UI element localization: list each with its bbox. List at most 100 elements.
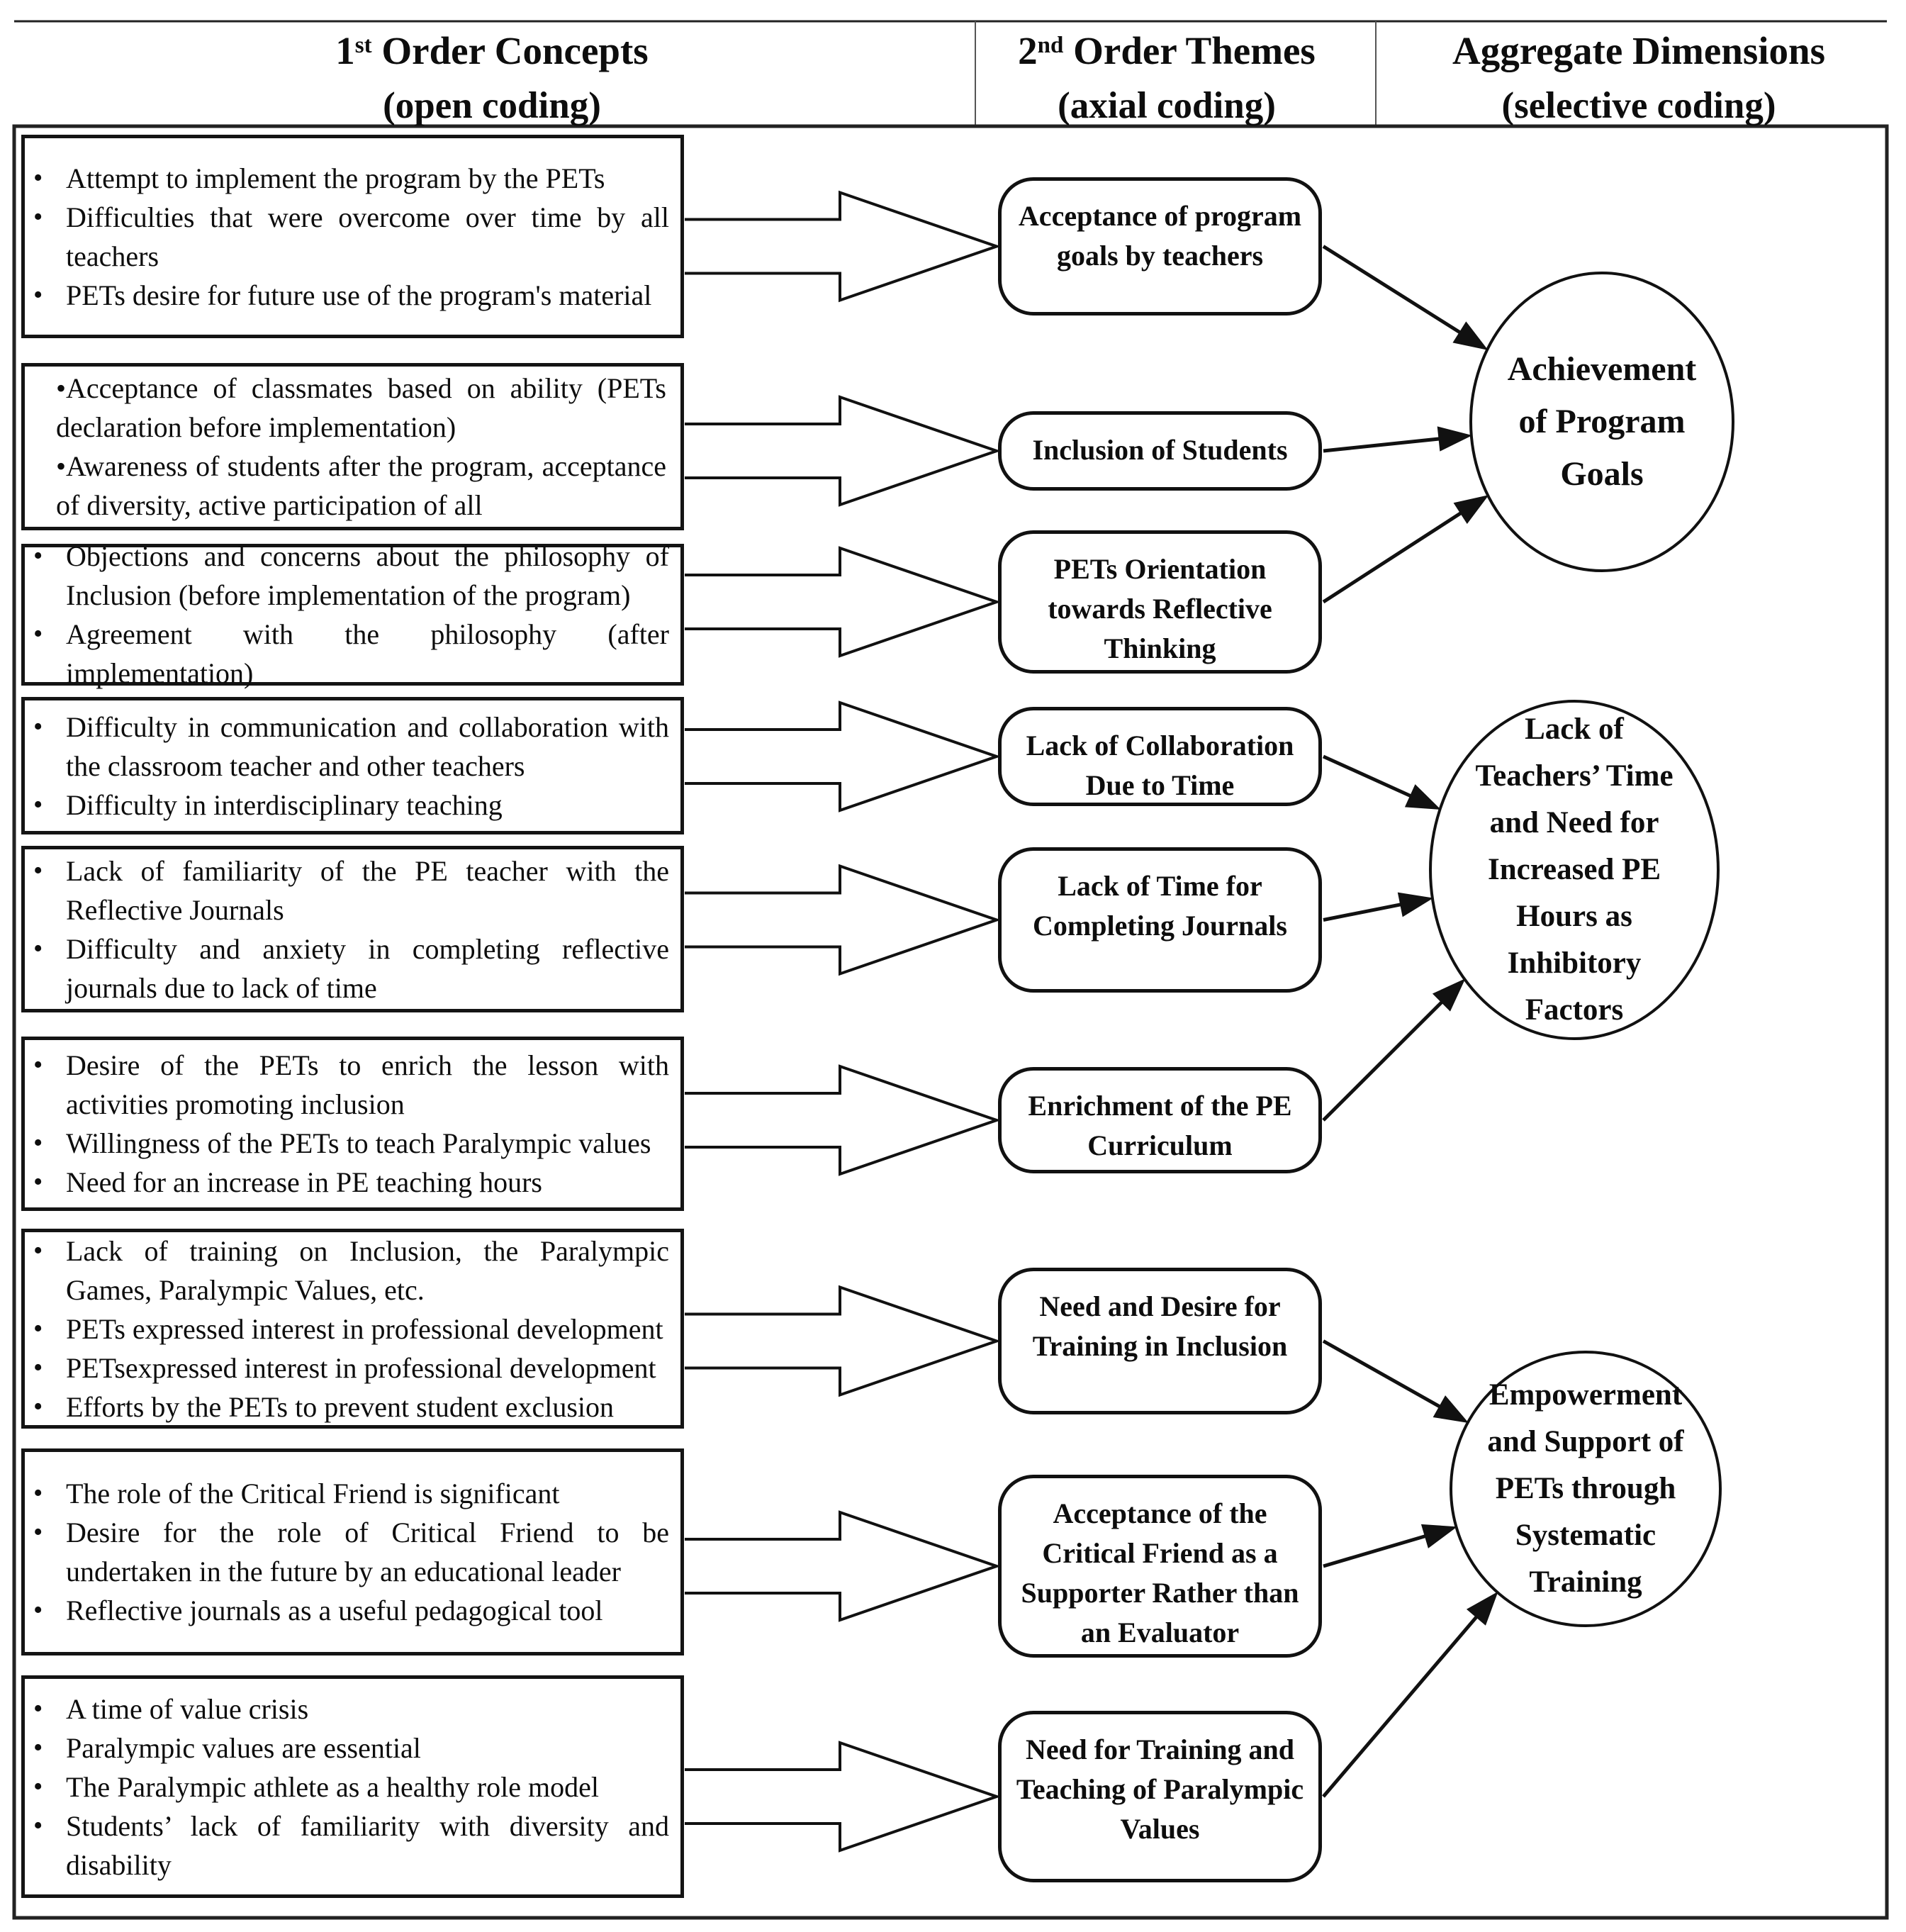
flow-arrow-line-5 bbox=[1323, 901, 1407, 922]
bullet-item: •A time of value crisis bbox=[25, 1690, 680, 1729]
bullet-item: •PETs expressed interest in professional… bbox=[25, 1310, 680, 1349]
column-title: Aggregate Dimensions bbox=[1313, 26, 1906, 82]
bullet-glyph: • bbox=[33, 711, 43, 742]
bullet-glyph: • bbox=[33, 1050, 43, 1080]
flow-arrow-line-2 bbox=[1323, 436, 1445, 453]
column-title-text: Order Concepts bbox=[371, 29, 649, 72]
bullet-text: The role of the Critical Friend is signi… bbox=[66, 1478, 560, 1509]
column-title-text: Aggregate Dimensions bbox=[1452, 29, 1826, 72]
concept-box-1: •Attempt to implement the program by the… bbox=[21, 135, 684, 338]
bullet-text: Willingness of the PETs to teach Paralym… bbox=[66, 1127, 651, 1159]
dimension-label-line: Hours as bbox=[1516, 900, 1632, 933]
flow-arrow-line-6 bbox=[1322, 997, 1447, 1122]
bullet-glyph: • bbox=[33, 1235, 43, 1266]
bullet-text: Lack of training on Inclusion, the Paral… bbox=[66, 1234, 669, 1306]
flow-arrow-line-4 bbox=[1322, 754, 1416, 800]
bullet-item: •Difficulty in interdisciplinary teachin… bbox=[25, 786, 680, 825]
bullet-item: • Lack of training on Inclusion, the Para… bbox=[25, 1232, 680, 1310]
bullet-item: •Lack of familiarity of the PE teacher w… bbox=[25, 851, 680, 929]
theme-label-line: Need and Desire for bbox=[1039, 1290, 1281, 1322]
bullet-item: • Difficulties that were overcome over ti… bbox=[25, 198, 680, 276]
bullet-glyph: • bbox=[33, 1517, 43, 1547]
flow-arrow-line-1 bbox=[1322, 245, 1466, 337]
bullet-glyph: • bbox=[33, 279, 43, 310]
funnel-arrow-5 bbox=[685, 864, 1002, 976]
theme-label-line: an Evaluator bbox=[1080, 1616, 1240, 1648]
flow-arrow-line-3 bbox=[1322, 508, 1467, 604]
dimension-label-line: and Support of bbox=[1487, 1425, 1684, 1458]
concept-box-2: •Acceptance of classmates based on abili… bbox=[21, 363, 684, 530]
bullet-item: •Difficulty and anxiety in completing re… bbox=[25, 929, 680, 1007]
funnel-arrow-4 bbox=[685, 700, 1002, 813]
bullet-item: • PETsexpressed interest in professional … bbox=[25, 1349, 680, 1387]
bullet-glyph: • bbox=[33, 1167, 43, 1197]
dimension-label-line: Increased PE bbox=[1487, 853, 1661, 886]
bullet-glyph: • bbox=[33, 1352, 43, 1383]
bullet-text: Difficulties that were overcome over tim… bbox=[66, 201, 669, 272]
column-title: 1st Order Concepts bbox=[166, 26, 818, 82]
bullet-glyph: • bbox=[33, 541, 43, 571]
dimension-label-line: and Need for bbox=[1489, 806, 1659, 839]
bullet-text: Desire of the PETs to enrich the lesson … bbox=[66, 1049, 669, 1120]
bullet-glyph: • bbox=[56, 450, 67, 482]
bullet-glyph: • bbox=[33, 1771, 43, 1802]
flow-arrow-line-9 bbox=[1322, 1612, 1481, 1798]
bullet-text: PETsexpressed interest in professional d… bbox=[66, 1351, 656, 1384]
theme-label-line: Lack of Time for bbox=[1058, 870, 1262, 902]
column-title-ordinal-suffix: nd bbox=[1037, 32, 1064, 58]
bullet-glyph: • bbox=[33, 933, 43, 964]
flow-arrow-head-3 bbox=[1453, 495, 1489, 525]
column-header-2: 2nd Order Themes(axial coding) bbox=[841, 26, 1493, 129]
column-header-1: 1st Order Concepts(open coding) bbox=[166, 26, 818, 129]
column-title-text: Order Themes bbox=[1063, 29, 1316, 72]
dimension-label-line: Training bbox=[1529, 1565, 1642, 1599]
theme-label-line: Acceptance of the bbox=[1053, 1497, 1267, 1529]
bullet-glyph: • bbox=[33, 1391, 43, 1422]
funnel-arrow-1 bbox=[685, 190, 1002, 303]
bullet-text: The Paralympic athlete as a healthy role… bbox=[66, 1770, 599, 1803]
bullet-item: •Attempt to implement the program by the… bbox=[25, 159, 680, 198]
bullet-glyph: • bbox=[33, 201, 43, 232]
dimension-circle-3 bbox=[1450, 1351, 1722, 1627]
funnel-arrow-9 bbox=[685, 1741, 1002, 1853]
theme-label-line: Need for Training and bbox=[1026, 1733, 1294, 1765]
flow-arrow-head-6 bbox=[1432, 978, 1466, 1012]
theme-label-line: Training in Inclusion bbox=[1032, 1330, 1288, 1362]
bullet-item: • Willingness of the PETs to teach Paraly… bbox=[25, 1124, 680, 1163]
theme-label-line: Thinking bbox=[1104, 632, 1216, 664]
theme-label-line: Due to Time bbox=[1085, 769, 1235, 801]
flow-arrow-line-7 bbox=[1322, 1339, 1445, 1411]
bullet-text: Desire for the role of Critical Friend t… bbox=[66, 1517, 669, 1587]
concept-box-3: • Objections and concerns about the philo… bbox=[21, 540, 684, 689]
column-title-ordinal-suffix: st bbox=[354, 32, 372, 58]
bullet-glyph: • bbox=[33, 789, 43, 820]
bullet-text: Agreement with the philosophy (after imp… bbox=[66, 618, 669, 689]
bullet-item: •The role of the Critical Friend is sign… bbox=[25, 1474, 680, 1513]
funnel-arrow-7 bbox=[685, 1285, 1002, 1397]
bullet-item: •Paralympic values are essential bbox=[25, 1729, 680, 1768]
bullet-text: PETs desire for future use of the progra… bbox=[66, 279, 652, 311]
bullet-item: •Acceptance of classmates based on abili… bbox=[56, 369, 666, 447]
concept-box-8: • The role of the Critical Friend is sign… bbox=[21, 1448, 684, 1655]
flow-arrow-head-9 bbox=[1466, 1591, 1498, 1626]
bullet-glyph: • bbox=[33, 1128, 43, 1158]
theme-label-line: Critical Friend as a bbox=[1042, 1537, 1278, 1569]
bullet-glyph: • bbox=[33, 1732, 43, 1763]
bullet-text: Reflective journals as a useful pedagogi… bbox=[66, 1595, 603, 1626]
bullet-item: • Difficulty in communication and collabo… bbox=[25, 708, 680, 786]
flow-arrow-head-4 bbox=[1404, 784, 1441, 810]
bullet-glyph: • bbox=[33, 1693, 43, 1724]
theme-label-line: PETs Orientation bbox=[1053, 553, 1267, 585]
bullet-text: Objections and concerns about the philos… bbox=[66, 540, 669, 611]
funnel-arrow-3 bbox=[685, 546, 1002, 658]
bullet-text: Difficulty in communication and collabor… bbox=[66, 710, 669, 782]
bullet-text: Lack of familiarity of the PE teacher wi… bbox=[66, 854, 669, 926]
bullet-item: • Desire for the role of Critical Friend … bbox=[25, 1513, 680, 1591]
column-title-number: 2 bbox=[1018, 29, 1038, 72]
funnel-arrow-2 bbox=[685, 395, 1002, 507]
bullet-text: Students’ lack of familiarity with diver… bbox=[66, 1809, 669, 1881]
dimension-label-line: Inhibitory bbox=[1507, 947, 1642, 980]
